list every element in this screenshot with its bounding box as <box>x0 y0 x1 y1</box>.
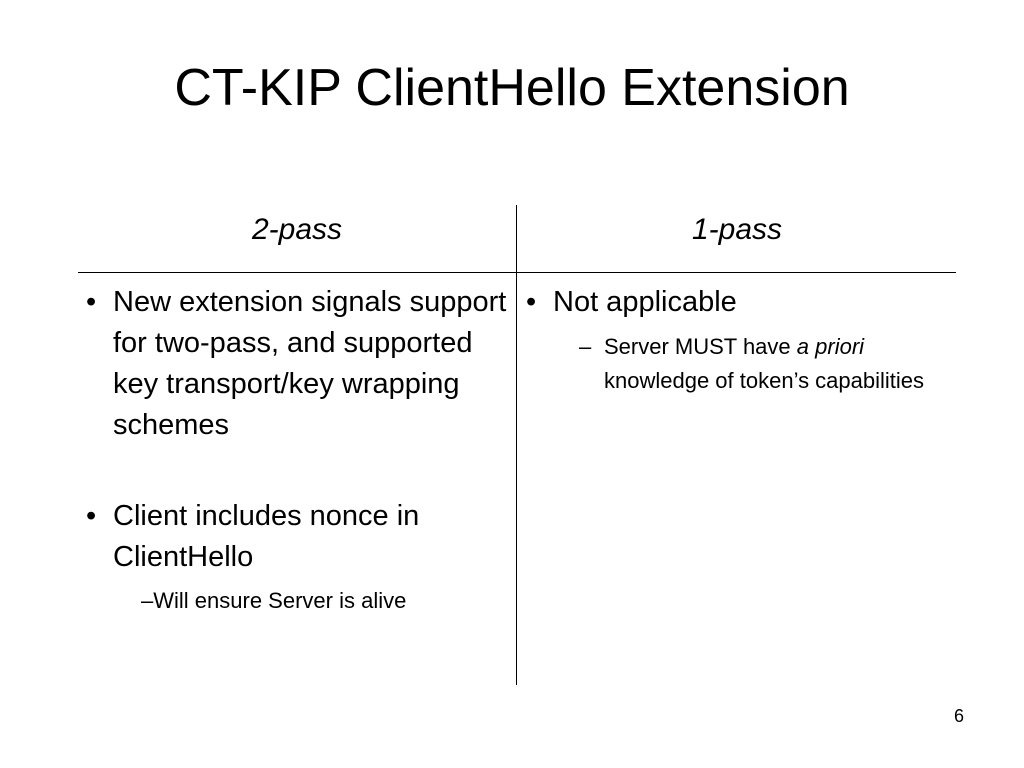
right-bullet-not-applicable-text: Not applicable <box>553 286 737 318</box>
column-header-2-pass: 2-pass <box>251 213 343 246</box>
page-number: 6 <box>953 706 964 726</box>
left-bullet-extension-signals-text: New extension signals support for two-pa… <box>113 286 507 441</box>
left-bullet-client-nonce: • Client includes nonce in ClientHello <box>86 496 511 578</box>
right-sub-bullet-a-priori: – Server MUST have a priori knowledge of… <box>579 330 951 398</box>
sub-bullet-marker: – <box>141 588 154 613</box>
left-bullet-extension-signals: • New extension signals support for two-… <box>86 282 511 446</box>
right-sub-text-part2: knowledge of token’s capabilities <box>604 368 925 393</box>
bullet-marker: • <box>526 286 537 318</box>
sub-bullet-marker: – <box>579 334 592 359</box>
table-column-divider <box>516 205 517 685</box>
left-sub-bullet-server-alive-text: Will ensure Server is alive <box>153 588 407 613</box>
right-bullet-not-applicable: • Not applicable <box>526 282 946 323</box>
right-sub-bullet-a-priori-text: Server MUST have a priori knowledge of t… <box>579 330 951 398</box>
left-bullet-client-nonce-text: Client includes nonce in ClientHello <box>113 500 420 573</box>
column-header-1-pass: 1-pass <box>691 213 783 246</box>
left-sub-bullet-server-alive: –Will ensure Server is alive <box>141 584 511 618</box>
bullet-marker: • <box>86 500 97 532</box>
slide-title: CT-KIP ClientHello Extension <box>174 59 850 117</box>
table-header-divider <box>78 272 956 273</box>
right-sub-text-part1: Server MUST have <box>604 334 797 359</box>
bullet-marker: • <box>86 286 97 318</box>
right-sub-text-italic: a priori <box>796 334 865 359</box>
